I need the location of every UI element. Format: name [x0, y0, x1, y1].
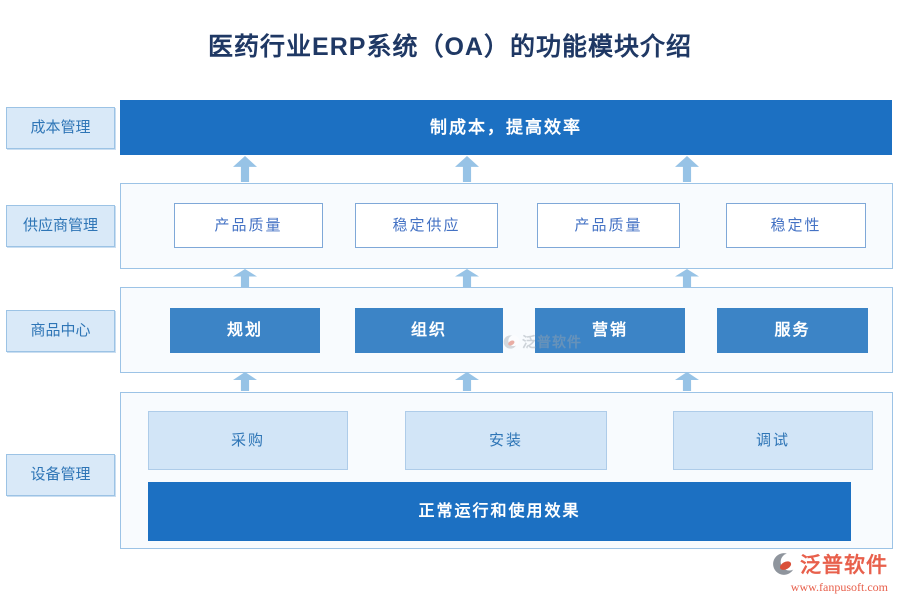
equipment-box-debugging: 调试 — [673, 411, 873, 470]
vendor-logo-url: www.fanpusoft.com — [790, 580, 888, 594]
up-arrow-icon — [233, 156, 257, 182]
up-arrow-icon — [675, 372, 699, 391]
vendor-logo-name: 泛普软件 — [800, 553, 888, 577]
cost-management-bar: 制成本，提高效率 — [120, 100, 892, 155]
commodity-box-planning: 规划 — [170, 308, 320, 353]
commodity-box-organization: 组织 — [355, 308, 503, 353]
up-arrow-icon — [233, 372, 257, 391]
up-arrow-icon — [455, 156, 479, 182]
up-arrow-icon — [675, 156, 699, 182]
fanpu-logo-icon — [773, 553, 798, 575]
supplier-box-stability: 稳定性 — [726, 203, 866, 248]
up-arrow-icon — [455, 372, 479, 391]
page-title: 医药行业ERP系统（OA）的功能模块介绍 — [208, 33, 692, 61]
row-label-cost-management: 成本管理 — [6, 107, 115, 149]
row-label-supplier-management: 供应商管理 — [6, 205, 115, 247]
equipment-box-installation: 安装 — [405, 411, 607, 470]
up-arrow-icon — [675, 269, 699, 287]
row-label-commodity-center: 商品中心 — [6, 310, 115, 352]
supplier-box-product-quality-1: 产品质量 — [174, 203, 323, 248]
row-label-equipment-management: 设备管理 — [6, 454, 115, 496]
vendor-logo: 泛普软件 www.fanpusoft.com — [772, 549, 888, 595]
commodity-box-service: 服务 — [717, 308, 868, 353]
up-arrow-icon — [233, 269, 257, 287]
commodity-box-marketing: 营销 — [535, 308, 685, 353]
up-arrow-icon — [455, 269, 479, 287]
supplier-box-stable-supply: 稳定供应 — [355, 203, 498, 248]
equipment-result-bar: 正常运行和使用效果 — [148, 482, 851, 541]
equipment-box-procurement: 采购 — [148, 411, 348, 470]
supplier-box-product-quality-2: 产品质量 — [537, 203, 680, 248]
